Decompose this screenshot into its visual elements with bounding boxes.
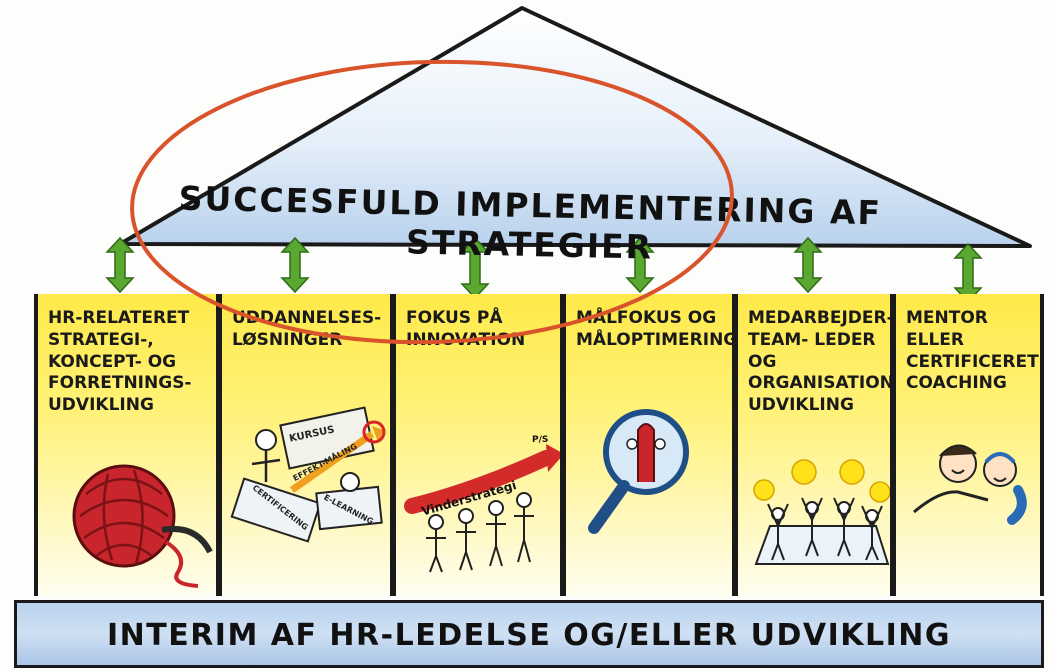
pillar-label: MENTOR ELLER CERTIFICERET COACHING xyxy=(906,308,1039,394)
pillar-organisation-development: MEDARBEJDER- TEAM- LEDER OG ORGANISATION… xyxy=(734,294,894,596)
art-label-ps: P/S xyxy=(532,435,548,445)
pillar-innovation: Vinderstrategi P/S FOKUS PÅ INNOVATION xyxy=(392,294,564,596)
foundation-label: INTERIM AF HR-LEDELSE OG/ELLER UDVIKLING xyxy=(106,618,951,653)
innovation-illustration: Vinderstrategi P/S xyxy=(404,435,560,573)
pillar-label: MEDARBEJDER- TEAM- LEDER OG ORGANISATION… xyxy=(748,308,894,415)
pillar-label: MÅLFOKUS OG MÅLOPTIMERING xyxy=(576,308,736,350)
arrow-pillar-1 xyxy=(105,236,135,294)
education-illustration: KURSUS EFFEKT-MÅLING CERTIFICERING E-LEA… xyxy=(230,406,386,543)
pillar-label: HR-RELATERET STRATEGI-, KONCEPT- OG FORR… xyxy=(48,308,192,415)
coaching-illustration xyxy=(913,444,1027,525)
pillar-goal-focus: MÅLFOKUS OG MÅLOPTIMERING xyxy=(562,294,736,596)
pillar-background xyxy=(896,294,1040,596)
arrow-pillar-5 xyxy=(793,236,823,294)
pillar-background xyxy=(396,294,560,596)
roof-title: SUCCESFULD IMPLEMENTERING AF STRATEGIER xyxy=(178,178,883,267)
pillar-label: UDDANNELSES- LØSNINGER xyxy=(232,308,382,350)
magnifier-illustration xyxy=(588,409,689,534)
foundation: INTERIM AF HR-LEDELSE OG/ELLER UDVIKLING xyxy=(14,600,1044,668)
pillar-mentor-coaching: MENTOR ELLER CERTIFICERET COACHING xyxy=(892,294,1044,596)
team-illustration xyxy=(753,459,890,565)
pillar-hr-strategy: HR-RELATERET STRATEGI-, KONCEPT- OG FORR… xyxy=(34,294,220,596)
yarn-ball-illustration xyxy=(72,464,213,588)
pillar-education-solutions: KURSUS EFFEKT-MÅLING CERTIFICERING E-LEA… xyxy=(218,294,394,596)
pillar-label: FOKUS PÅ INNOVATION xyxy=(406,308,526,350)
